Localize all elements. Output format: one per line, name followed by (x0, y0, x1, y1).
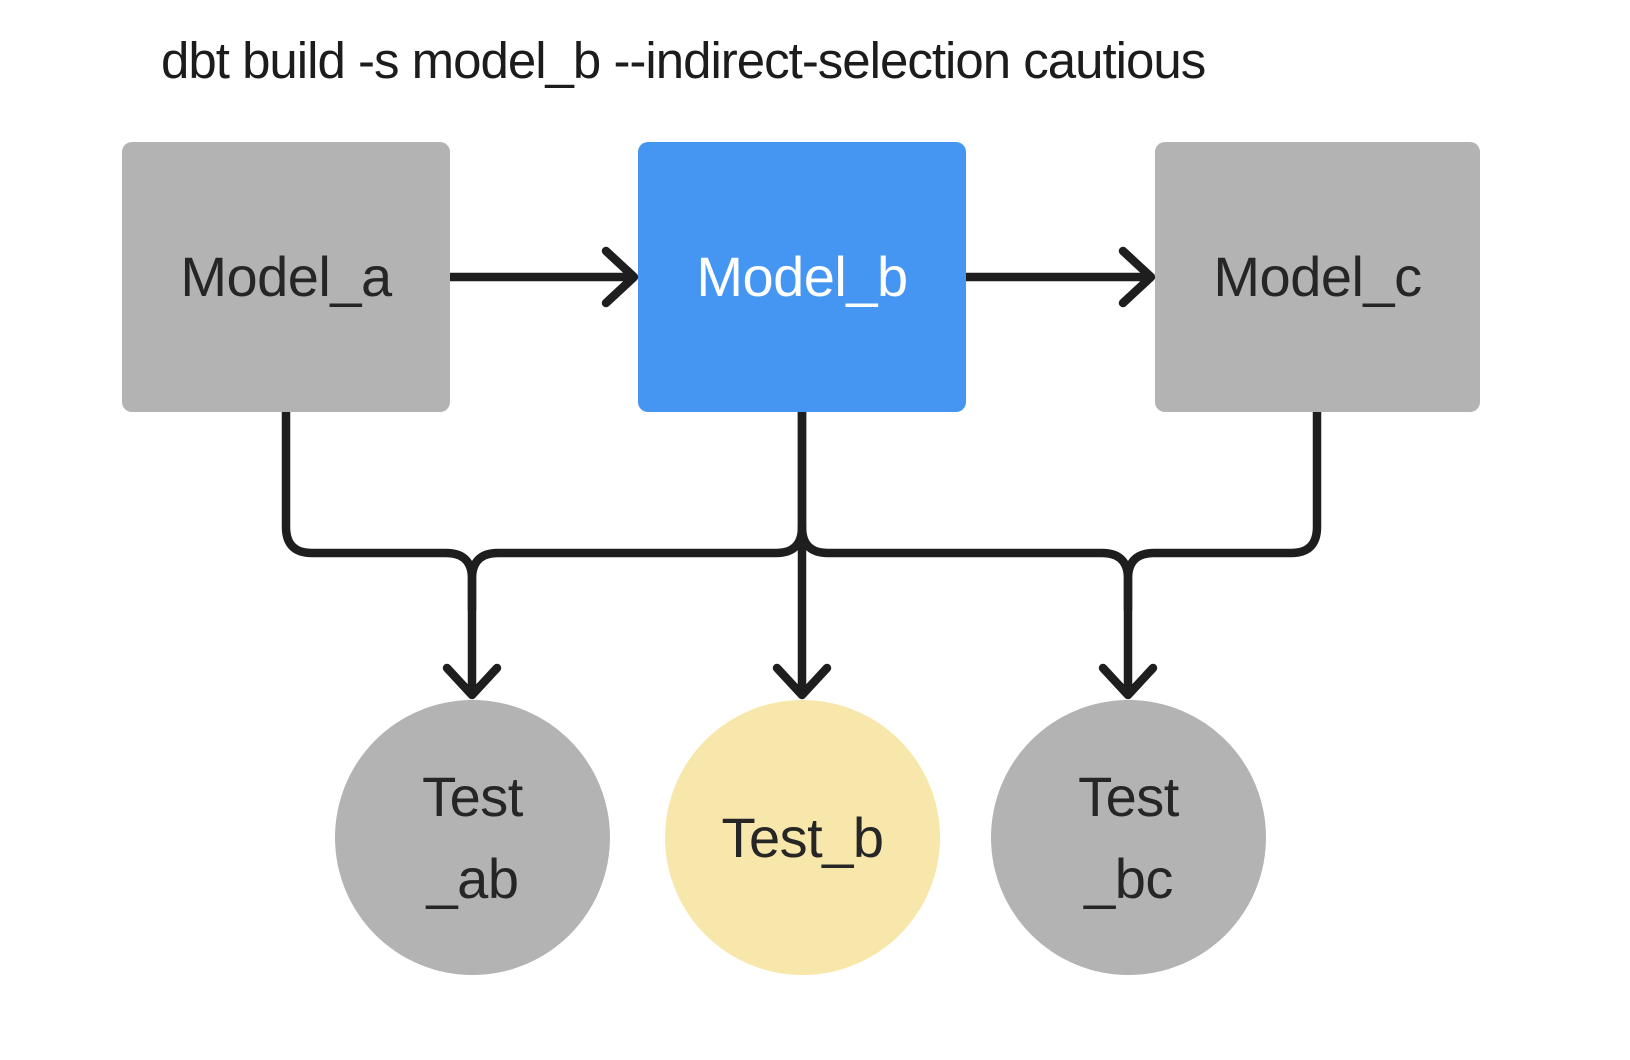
diagram-title: dbt build -s model_b --indirect-selectio… (161, 32, 1206, 89)
edge-model-a-to-model-b-arrow (445, 246, 639, 308)
node-model-a-label: Model_a (180, 245, 392, 309)
edge-model-c-to-test-bc-arrow (1123, 407, 1322, 615)
node-model-c: Model_c (1155, 142, 1480, 412)
edge-model-b-to-test-b-arrow (772, 407, 832, 700)
node-test-bc-label-line2: _bc (1084, 846, 1173, 910)
node-model-c-label: Model_c (1213, 245, 1422, 309)
edge-model-b-to-model-c-arrow (961, 246, 1156, 308)
node-model-b: Model_b (638, 142, 966, 412)
edge-model-b-to-test-bc-arrow (797, 522, 1158, 700)
edge-model-b-to-test-ab-arrow (467, 407, 807, 615)
edge-model-a-to-test-ab-arrow (281, 407, 502, 700)
node-test-ab: Test _ab (335, 700, 610, 975)
node-test-ab-label-line2: _ab (426, 846, 519, 910)
node-model-b-label: Model_b (696, 245, 908, 309)
node-test-b: Test_b (665, 700, 940, 975)
node-test-bc-label-line1: Test (1078, 765, 1179, 829)
node-test-b-label-line1: Test_b (721, 805, 885, 869)
node-model-a: Model_a (122, 142, 450, 412)
node-test-ab-label-line1: Test (422, 765, 523, 829)
node-test-bc: Test _bc (991, 700, 1266, 975)
